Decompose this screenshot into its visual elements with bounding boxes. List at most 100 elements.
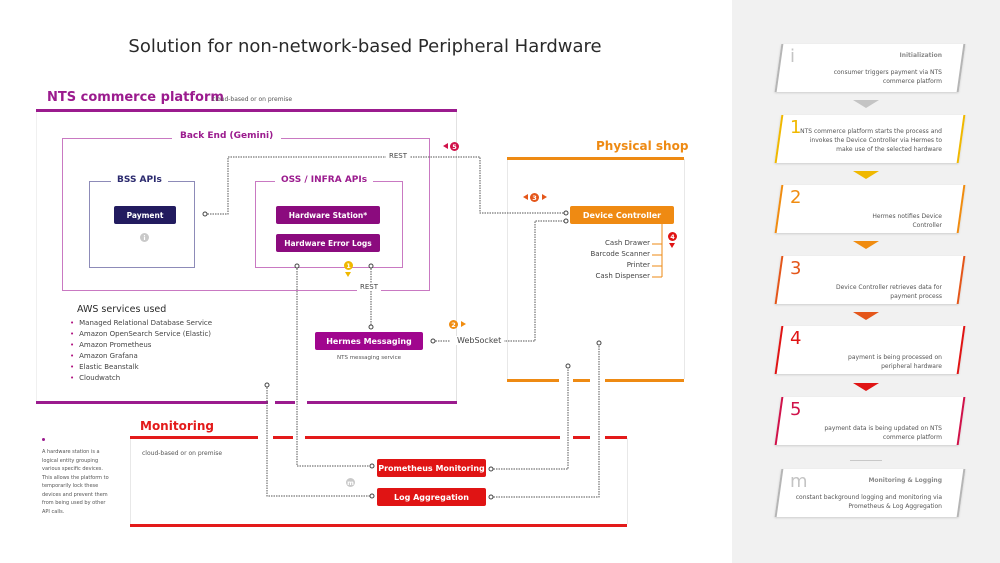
shop-footer-line xyxy=(573,379,590,382)
monitoring-container xyxy=(130,438,628,524)
wire-log-left xyxy=(266,385,372,497)
step-card-monitoring: m Monitoring & Logging constant backgrou… xyxy=(772,469,966,519)
monitoring-footer-line xyxy=(130,524,627,527)
step-badge-m: m xyxy=(346,478,355,487)
wire-prom-right xyxy=(491,366,569,470)
hermes-subtitle: NTS messaging service xyxy=(336,355,401,361)
connector-dot xyxy=(264,382,270,388)
step-badge-4: 4 xyxy=(668,232,677,241)
oss-infra-apis-title: OSS / INFRA APIs xyxy=(275,175,374,185)
step-text: Hermes notifies Device Controller xyxy=(872,213,942,229)
footnote-marker xyxy=(42,438,45,441)
step-number: 4 xyxy=(790,328,802,349)
step-badge-3: 3 xyxy=(530,193,539,202)
shop-header-line xyxy=(507,157,684,160)
connector-dot xyxy=(488,494,494,500)
rest-label-bottom: REST xyxy=(357,283,382,291)
step-card-4: 4 payment is being processed on peripher… xyxy=(772,326,966,376)
aws-services-title: AWS services used xyxy=(77,304,167,315)
platform-footer-line xyxy=(307,401,457,404)
backend-title: Back End (Gemini) xyxy=(172,131,282,141)
step-text: payment is being processed on peripheral… xyxy=(848,354,942,370)
step-card-3: 3 Device Controller retrieves data for p… xyxy=(772,256,966,306)
physical-shop-title: Physical shop xyxy=(596,139,689,153)
step-arrow-icon xyxy=(853,241,879,249)
step-number: m xyxy=(790,471,808,492)
aws-service-item: Cloudwatch xyxy=(70,373,212,384)
divider xyxy=(850,460,882,461)
arrow-down-icon xyxy=(345,272,351,277)
connector-dot xyxy=(430,338,436,344)
aws-services-list: Managed Relational Database Service Amaz… xyxy=(70,318,212,384)
page-title: Solution for non-network-based Periphera… xyxy=(128,36,602,57)
shop-footer-line xyxy=(507,379,559,382)
platform-footer-line xyxy=(275,401,295,404)
connector-dot xyxy=(369,463,375,469)
connector-dot xyxy=(368,263,374,269)
device-cash-dispenser: Cash Dispenser xyxy=(595,272,651,280)
step-number: i xyxy=(790,46,796,67)
connector-dot xyxy=(294,263,300,269)
step-badge-1: 1 xyxy=(344,261,353,270)
device-bracket xyxy=(652,224,663,278)
monitoring-header-line xyxy=(573,436,590,439)
arrow-right-icon xyxy=(461,321,466,327)
monitoring-header-line xyxy=(273,436,293,439)
hardware-error-logs-node[interactable]: Hardware Error Logs xyxy=(276,234,380,252)
connector-dot xyxy=(369,493,375,499)
step-badge-i: i xyxy=(140,233,149,242)
shop-footer-line xyxy=(605,379,684,382)
step-text: Device Controller retrieves data for pay… xyxy=(836,284,942,300)
step-text: payment data is being updated on NTS com… xyxy=(824,425,942,441)
platform-subtitle: cloud-based or on premise xyxy=(212,96,293,103)
step-text: consumer triggers payment via NTS commer… xyxy=(833,69,942,85)
hardware-station-node[interactable]: Hardware Station* xyxy=(276,206,380,224)
connector-dot xyxy=(565,363,571,369)
step-number: 3 xyxy=(790,258,802,279)
step-arrow-icon xyxy=(853,383,879,391)
device-barcode-scanner: Barcode Scanner xyxy=(590,250,650,258)
aws-service-item: Amazon Grafana xyxy=(70,351,212,362)
step-number: 2 xyxy=(790,187,802,208)
step-title: Monitoring & Logging xyxy=(868,477,942,484)
wire-log-right xyxy=(491,343,600,498)
device-cash-drawer: Cash Drawer xyxy=(605,239,650,247)
step-card-1: 1 NTS commerce platform starts the proce… xyxy=(772,115,966,165)
connector-dot xyxy=(596,340,602,346)
connector-dot xyxy=(488,466,494,472)
arrow-left-icon xyxy=(443,143,448,149)
wire-payment-rest xyxy=(205,156,566,215)
platform-header-line xyxy=(36,109,457,112)
monitoring-header-line xyxy=(130,436,258,439)
aws-service-item: Amazon Prometheus xyxy=(70,340,212,351)
physical-shop-container xyxy=(507,159,685,379)
step-card-2: 2 Hermes notifies Device Controller xyxy=(772,185,966,235)
hermes-messaging-node[interactable]: Hermes Messaging xyxy=(315,332,423,350)
aws-service-item: Elastic Beanstalk xyxy=(70,362,212,373)
arrow-right-icon xyxy=(542,194,547,200)
connector-dot xyxy=(368,324,374,330)
arrow-left-icon xyxy=(523,194,528,200)
connector-dot xyxy=(202,211,208,217)
device-controller-node[interactable]: Device Controller xyxy=(570,206,674,224)
wire-oss-hermes xyxy=(296,266,372,467)
step-title: Initialization xyxy=(899,52,942,59)
aws-service-item: Amazon OpenSearch Service (Elastic) xyxy=(70,329,212,340)
step-arrow-icon xyxy=(853,171,879,179)
step-arrow-icon xyxy=(853,100,879,108)
step-number: 1 xyxy=(790,117,802,138)
wire-websocket-device xyxy=(503,220,566,342)
device-printer: Printer xyxy=(626,261,650,269)
prometheus-monitoring-node[interactable]: Prometheus Monitoring xyxy=(377,459,486,477)
step-card-5: 5 payment data is being updated on NTS c… xyxy=(772,397,966,447)
platform-title: NTS commerce platform xyxy=(47,90,224,105)
connector-dot xyxy=(563,218,569,224)
log-aggregation-node[interactable]: Log Aggregation xyxy=(377,488,486,506)
footnote-text: A hardware station is a logical entity g… xyxy=(42,449,109,515)
rest-label-top: REST xyxy=(386,152,411,160)
monitoring-header-line xyxy=(605,436,627,439)
monitoring-header-line xyxy=(305,436,560,439)
payment-node[interactable]: Payment xyxy=(114,206,176,224)
step-text: NTS commerce platform starts the process… xyxy=(800,128,942,153)
